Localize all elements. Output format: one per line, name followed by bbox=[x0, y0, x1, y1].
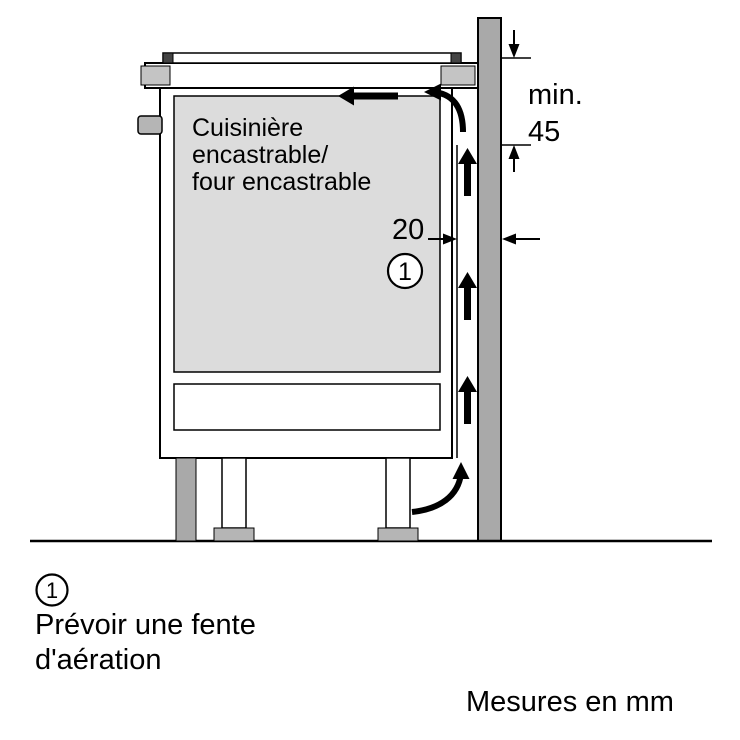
dim-min-value: 45 bbox=[528, 116, 560, 148]
appliance-label-line3: four encastrable bbox=[192, 168, 371, 196]
drawer bbox=[173, 383, 441, 431]
units-note: Mesures en mm bbox=[466, 686, 674, 718]
plinth-panel bbox=[175, 457, 197, 542]
dim-min45-arrow-up-head bbox=[508, 145, 520, 159]
airflow-curve-top-head bbox=[424, 83, 441, 101]
legend-line1: Prévoir une fente bbox=[35, 609, 256, 641]
airflow-curve-bottom bbox=[411, 473, 464, 515]
worktop-right-cap bbox=[440, 65, 476, 86]
worktop-left-cap bbox=[140, 65, 171, 86]
right-leg bbox=[385, 457, 411, 529]
dim-gap-value: 20 bbox=[392, 214, 424, 246]
callout-1-number: 1 bbox=[398, 258, 412, 286]
airflow-up-arrow-2 bbox=[458, 272, 477, 320]
right-foot bbox=[377, 527, 419, 542]
wall bbox=[477, 17, 502, 542]
cooktop bbox=[162, 52, 462, 64]
appliance-label-line2: encastrable/ bbox=[192, 141, 328, 169]
airflow-up-arrow-3 bbox=[458, 376, 477, 424]
dim-min45-arrow-down-head bbox=[508, 44, 520, 58]
legend-1-number: 1 bbox=[46, 578, 58, 603]
oven-handle bbox=[137, 115, 163, 135]
legend-1-circle bbox=[35, 573, 69, 607]
airflow-curve-bottom-head bbox=[452, 462, 470, 479]
worktop bbox=[144, 62, 479, 89]
left-foot bbox=[213, 527, 255, 542]
oven-cavity bbox=[173, 95, 441, 373]
airflow-up-arrow-1 bbox=[458, 148, 477, 196]
dim-gap-arrow-left-head bbox=[502, 233, 516, 245]
dim-min-label: min. bbox=[528, 79, 583, 111]
cooktop-right-edge bbox=[450, 52, 462, 64]
cooktop-left-edge bbox=[162, 52, 174, 64]
callout-1-circle bbox=[386, 252, 424, 290]
left-leg bbox=[221, 457, 247, 529]
appliance-label-line1: Cuisinière bbox=[192, 114, 303, 142]
legend-line2: d'aération bbox=[35, 644, 161, 676]
dim-gap-arrow-right-head bbox=[443, 233, 457, 245]
airflow-left-arrow bbox=[338, 86, 398, 106]
